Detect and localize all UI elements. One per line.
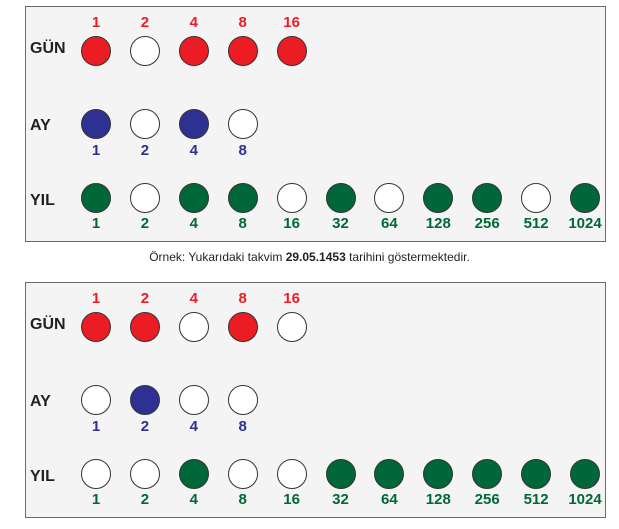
lamp-ay-8: [227, 109, 258, 139]
lamp-gun-2: [129, 36, 160, 66]
weight-yil-2: 2: [140, 491, 150, 508]
weight-gun-8: 8: [238, 290, 247, 307]
weight-yil-4: 4: [189, 491, 198, 508]
lamp-yil-128: [423, 183, 454, 213]
lamp-yil-8: [227, 183, 258, 213]
lamp-yil-128: [423, 459, 454, 489]
weight-yil-64: 64: [381, 491, 398, 508]
weight-yil-256: 256: [474, 491, 500, 508]
weight-gun-4: 4: [189, 290, 198, 307]
lamp-ay-1: [81, 385, 111, 415]
lamp-ay-2: [129, 109, 160, 139]
weight-yil-1024: 1024: [568, 491, 602, 508]
weight-yil-1: 1: [91, 491, 101, 508]
lamp-yil-2: [129, 183, 160, 213]
lamp-ay-4: [178, 109, 209, 139]
weight-ay-2: 2: [140, 142, 150, 159]
weight-yil-32: 32: [332, 215, 349, 232]
lamp-ay-2: [129, 385, 160, 415]
lamp-gun-8: [227, 312, 258, 342]
weight-yil-8: 8: [238, 215, 247, 232]
row-label-ay: AY: [30, 117, 51, 134]
lamp-yil-1024: [570, 183, 600, 213]
lamp-yil-32: [325, 183, 356, 213]
lamp-yil-32: [325, 459, 356, 489]
weight-ay-4: 4: [189, 142, 198, 159]
weight-gun-16: 16: [283, 290, 300, 307]
weight-yil-128: 128: [425, 215, 451, 232]
lamp-ay-8: [227, 385, 258, 415]
row-label-gun: GÜN: [30, 40, 66, 57]
lamp-gun-16: [276, 312, 307, 342]
lamp-yil-16: [276, 183, 307, 213]
weight-yil-256: 256: [474, 215, 500, 232]
lamp-ay-1: [81, 109, 111, 139]
caption-after: tarihini göstermektedir.: [345, 250, 470, 264]
lamp-yil-16: [276, 459, 307, 489]
weight-ay-4: 4: [189, 418, 198, 435]
row-label-gun: GÜN: [30, 316, 66, 333]
lamp-gun-2: [129, 312, 160, 342]
weight-ay-1: 1: [91, 418, 101, 435]
row-label-yil: YIL: [30, 192, 55, 209]
weight-yil-8: 8: [238, 491, 247, 508]
lamp-yil-64: [374, 459, 405, 489]
weight-yil-64: 64: [381, 215, 398, 232]
weight-yil-2: 2: [140, 215, 150, 232]
weight-ay-8: 8: [238, 418, 247, 435]
example-caption: Örnek: Yukarıdaki takvim 29.05.1453 tari…: [0, 250, 619, 264]
lamp-yil-8: [227, 459, 258, 489]
lamp-yil-256: [472, 459, 503, 489]
weight-yil-16: 16: [283, 491, 300, 508]
weight-yil-1024: 1024: [568, 215, 602, 232]
weight-yil-16: 16: [283, 215, 300, 232]
lamp-yil-1: [81, 183, 111, 213]
lamp-yil-1024: [570, 459, 600, 489]
weight-yil-512: 512: [523, 215, 549, 232]
lamp-yil-512: [521, 459, 552, 489]
lamp-ay-4: [178, 385, 209, 415]
weight-yil-1: 1: [91, 215, 101, 232]
lamp-yil-2: [129, 459, 160, 489]
weight-gun-2: 2: [140, 290, 150, 307]
lamp-yil-512: [521, 183, 552, 213]
lamp-yil-1: [81, 459, 111, 489]
lamp-gun-4: [178, 36, 209, 66]
weight-ay-1: 1: [91, 142, 101, 159]
weight-gun-1: 1: [91, 290, 101, 307]
weight-yil-128: 128: [425, 491, 451, 508]
weight-gun-8: 8: [238, 14, 247, 31]
lamp-yil-256: [472, 183, 503, 213]
lamp-gun-1: [81, 36, 111, 66]
caption-date: 29.05.1453: [285, 250, 346, 264]
row-label-ay: AY: [30, 393, 51, 410]
lamp-yil-4: [178, 459, 209, 489]
weight-gun-1: 1: [91, 14, 101, 31]
lamp-gun-8: [227, 36, 258, 66]
weight-yil-32: 32: [332, 491, 349, 508]
lamp-gun-4: [178, 312, 209, 342]
row-label-yil: YIL: [30, 468, 55, 485]
weight-ay-2: 2: [140, 418, 150, 435]
caption-before: Örnek: Yukarıdaki takvim: [149, 250, 286, 264]
lamp-gun-16: [276, 36, 307, 66]
weight-yil-4: 4: [189, 215, 198, 232]
lamp-yil-4: [178, 183, 209, 213]
weight-ay-8: 8: [238, 142, 247, 159]
weight-yil-512: 512: [523, 491, 549, 508]
weight-gun-16: 16: [283, 14, 300, 31]
weight-gun-2: 2: [140, 14, 150, 31]
lamp-yil-64: [374, 183, 405, 213]
lamp-gun-1: [81, 312, 111, 342]
weight-gun-4: 4: [189, 14, 198, 31]
